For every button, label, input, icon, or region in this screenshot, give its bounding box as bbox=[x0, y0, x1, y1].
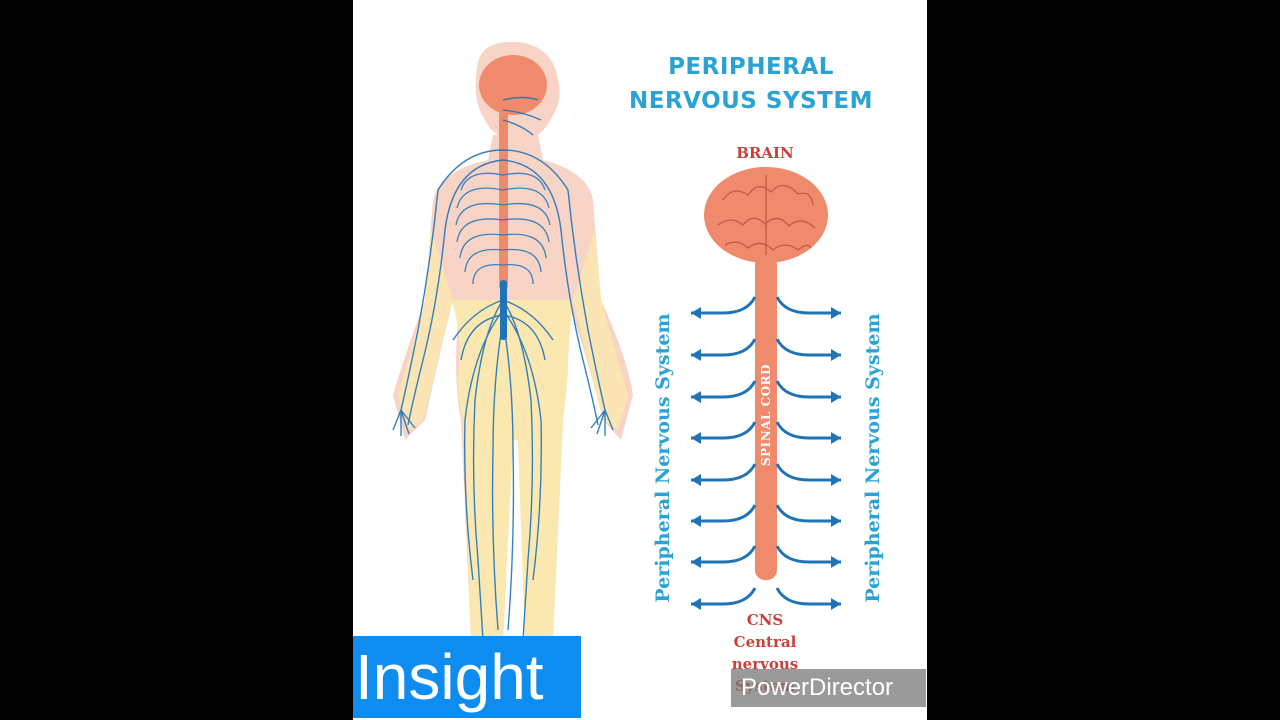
nerve-arrow-head bbox=[691, 598, 701, 610]
spinal-cord-column bbox=[755, 255, 777, 580]
nerve-arrow-head bbox=[831, 432, 841, 444]
diagram-title-line1: PERIPHERAL bbox=[668, 54, 834, 80]
nerve-arrow-head bbox=[831, 391, 841, 403]
body-spinal-cord bbox=[499, 110, 508, 290]
cns-full-line1: Central bbox=[733, 633, 797, 651]
insight-badge: Insight bbox=[353, 636, 581, 718]
nerve-arrow-line bbox=[691, 380, 757, 399]
brain-label: BRAIN bbox=[736, 144, 794, 162]
right-peripheral-label: Peripheral Nervous System bbox=[862, 313, 884, 603]
nerve-arrow-line bbox=[775, 421, 841, 440]
nerve-arrow-line bbox=[691, 587, 757, 606]
brain-in-head bbox=[479, 55, 547, 115]
nerve-arrow-head bbox=[831, 515, 841, 527]
nerve-arrow-head bbox=[691, 391, 701, 403]
lower-body-tint bbox=[451, 300, 573, 640]
nerve-arrow-head bbox=[831, 474, 841, 486]
nerve-arrow-line bbox=[691, 296, 757, 315]
nerve-arrow-head bbox=[691, 474, 701, 486]
nerve-arrow-head bbox=[831, 598, 841, 610]
nerve-arrow-line bbox=[775, 545, 841, 564]
nerve-arrow-line bbox=[691, 545, 757, 564]
nerve-arrow-line bbox=[775, 380, 841, 399]
body-nerves bbox=[392, 96, 614, 641]
nerve-arrow-head bbox=[691, 349, 701, 361]
left-peripheral-label: Peripheral Nervous System bbox=[652, 313, 674, 603]
nerve-arrow-line bbox=[775, 504, 841, 523]
brain-illustration bbox=[704, 167, 828, 263]
diagram-panel: PERIPHERAL NERVOUS SYSTEM BRAIN SPINAL C… bbox=[353, 0, 927, 720]
nerve-arrow-line bbox=[775, 296, 841, 315]
cns-full-line2: nervous bbox=[731, 655, 799, 673]
nerve-arrows bbox=[691, 296, 841, 610]
nerve-arrow-line bbox=[775, 587, 841, 606]
nerve-arrow-head bbox=[831, 349, 841, 361]
arm-tint-right bbox=[573, 230, 628, 430]
diagram-title-line2: NERVOUS SYSTEM bbox=[629, 88, 873, 114]
nerve-arrow-line bbox=[775, 463, 841, 482]
nerve-arrow-line bbox=[691, 504, 757, 523]
nerve-arrow-head bbox=[691, 556, 701, 568]
human-body-figure bbox=[392, 41, 633, 641]
nerve-arrow-head bbox=[831, 307, 841, 319]
nerve-arrow-head bbox=[831, 556, 841, 568]
powerdirector-watermark: PowerDirector bbox=[731, 669, 926, 707]
nerve-arrow-head bbox=[691, 432, 701, 444]
nerve-arrow-line bbox=[691, 338, 757, 357]
nerve-arrow-line bbox=[775, 338, 841, 357]
nerve-arrow-head bbox=[691, 307, 701, 319]
nervous-system-diagram bbox=[392, 41, 841, 641]
spinal-cord-label: SPINAL CORD bbox=[759, 363, 773, 467]
nerve-arrow-head bbox=[691, 515, 701, 527]
nerve-arrow-line bbox=[691, 463, 757, 482]
cns-label: CNS bbox=[746, 611, 784, 629]
nerve-arrow-line bbox=[691, 421, 757, 440]
rib-cage bbox=[455, 172, 551, 285]
